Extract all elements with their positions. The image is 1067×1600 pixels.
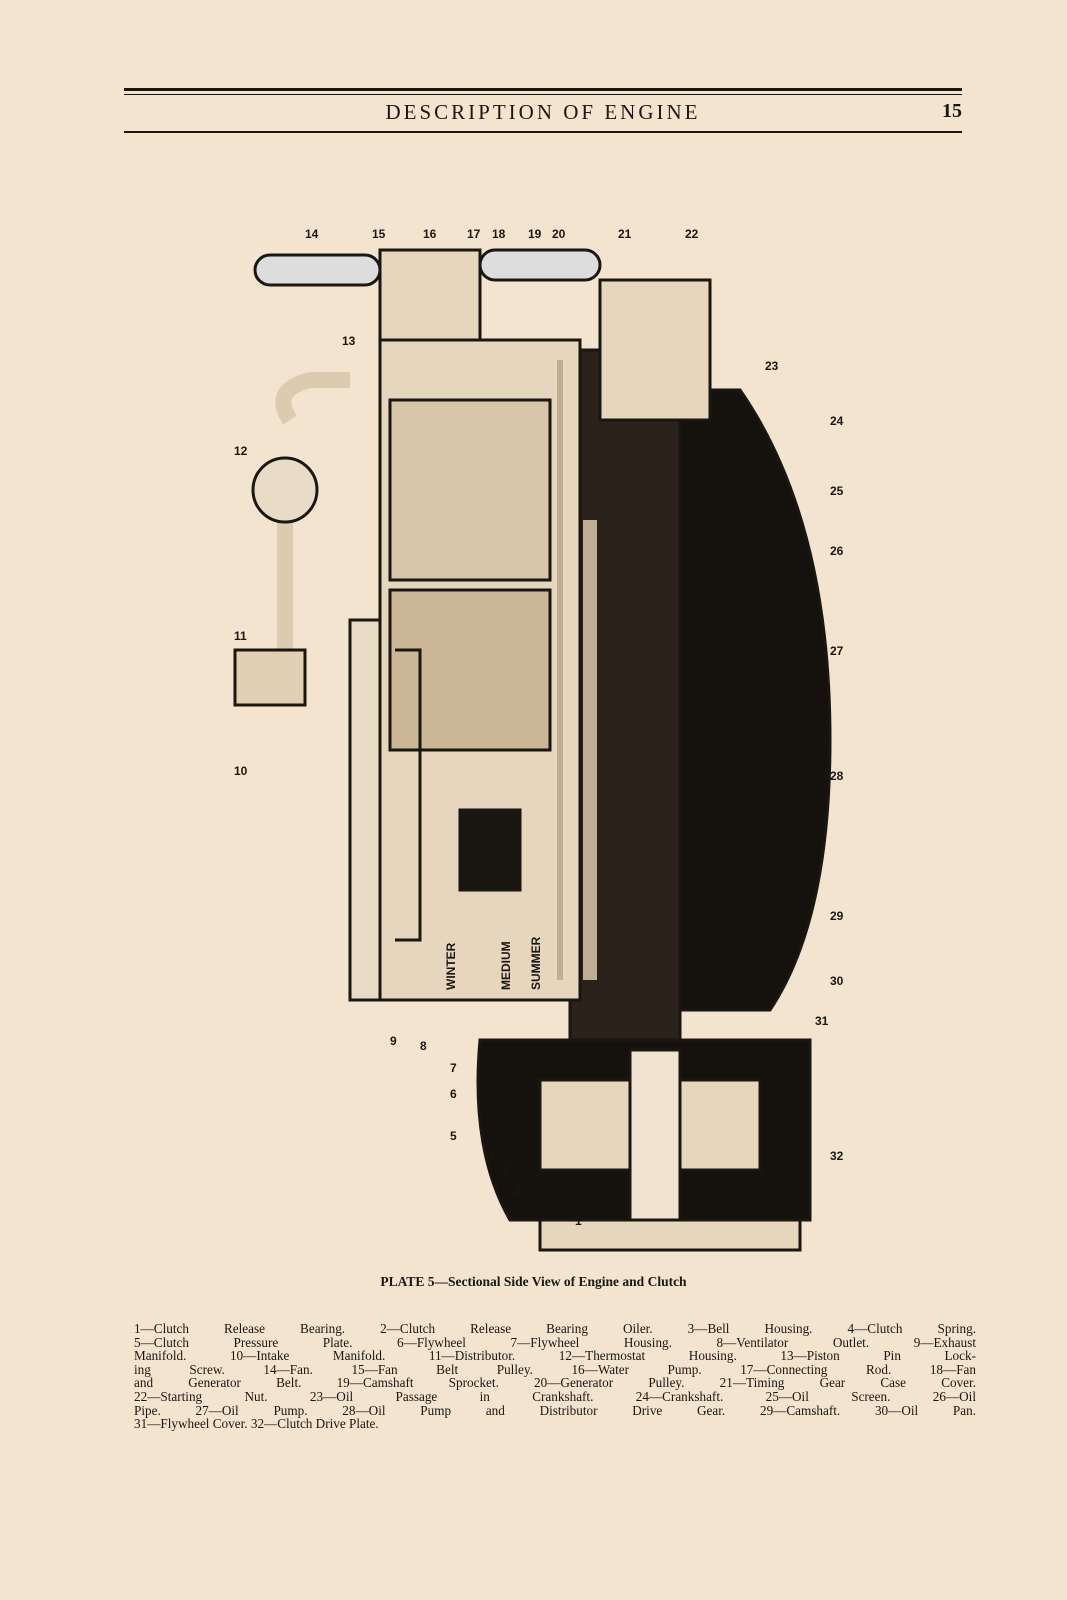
callout: 15	[372, 227, 386, 241]
distributor	[233, 648, 307, 707]
dial-summer: SUMMER	[529, 936, 543, 990]
header-rule-top-thin	[124, 94, 962, 95]
callout: 23	[765, 359, 779, 373]
running-header: DESCRIPTION OF ENGINE 15	[124, 98, 963, 128]
engine-sectional-diagram: WINTER MEDIUM SUMMER 1 2 3 4 5 6 7 8 9 1…	[233, 227, 844, 1252]
legend-line: 1—Clutch Release Bearing. 2—Clutch Relea…	[134, 1321, 976, 1336]
legend-line: ing Screw. 14—Fan. 15—Fan Belt Pulley. 1…	[134, 1361, 976, 1377]
callout: 20	[552, 227, 566, 241]
callout: 26	[830, 544, 844, 558]
callout: 21	[618, 227, 632, 241]
callout: 9	[390, 1034, 397, 1048]
callout: 27	[830, 644, 844, 658]
manifold	[348, 618, 382, 1002]
callout: 1	[575, 1214, 582, 1228]
thermostat-housing	[251, 456, 319, 524]
legend-line: 5—Clutch Pressure Plate. 6—Flywheel 7—Fl…	[134, 1334, 976, 1350]
page-number: 15	[942, 100, 962, 122]
engine-block	[233, 248, 832, 1252]
legend-line: and Generator Belt. 19—Camshaft Sprocket…	[134, 1375, 976, 1391]
callout: 7	[450, 1061, 457, 1075]
page-title: DESCRIPTION OF ENGINE	[385, 100, 701, 124]
plate-caption: PLATE 5—Sectional Side View of Engine an…	[380, 1274, 687, 1289]
callout: 24	[830, 414, 844, 428]
header-rule-bottom	[124, 131, 962, 133]
callout: 8	[420, 1039, 427, 1053]
callout: 14	[305, 227, 319, 241]
dial-medium: MEDIUM	[499, 941, 513, 990]
callout: 25	[830, 484, 844, 498]
legend-line: 22—Starting Nut. 23—Oil Passage in Crank…	[134, 1388, 976, 1404]
callout: 19	[528, 227, 542, 241]
dial-winter: WINTER	[444, 942, 458, 990]
callout: 22	[685, 227, 699, 241]
callout: 10	[234, 764, 248, 778]
parts-legend: 1—Clutch Release Bearing. 2—Clutch Relea…	[134, 1322, 976, 1431]
callout: 17	[467, 227, 481, 241]
callout: 11	[234, 629, 247, 643]
callout: 18	[492, 227, 506, 241]
callout: 28	[830, 769, 844, 783]
legend-line: Manifold. 10—Intake Manifold. 11—Distrib…	[134, 1348, 976, 1364]
callout-numbers: 1 2 3 4 5 6 7 8 9 10 11 12 13 14 15 16 1…	[234, 227, 844, 1228]
legend-line: Pipe. 27—Oil Pump. 28—Oil Pump and Distr…	[134, 1402, 976, 1418]
thermostat-pipe	[275, 372, 350, 650]
callout: 30	[830, 974, 844, 988]
callout: 31	[815, 1014, 829, 1028]
callout: 5	[450, 1129, 457, 1143]
legend-line: 31—Flywheel Cover. 32—Clutch Drive Plate…	[134, 1416, 379, 1432]
callout: 12	[234, 444, 248, 458]
callout: 32	[830, 1149, 844, 1163]
callout: 6	[450, 1087, 457, 1101]
callout: 2	[515, 1184, 522, 1198]
callout: 16	[423, 227, 437, 241]
header-rule-top	[124, 88, 962, 91]
callout: 3	[502, 1164, 509, 1178]
callout: 29	[830, 909, 844, 923]
dial-labels: WINTER MEDIUM SUMMER	[444, 936, 543, 990]
fan	[253, 253, 382, 287]
callout: 13	[342, 334, 356, 348]
callout: 4	[488, 1149, 495, 1163]
